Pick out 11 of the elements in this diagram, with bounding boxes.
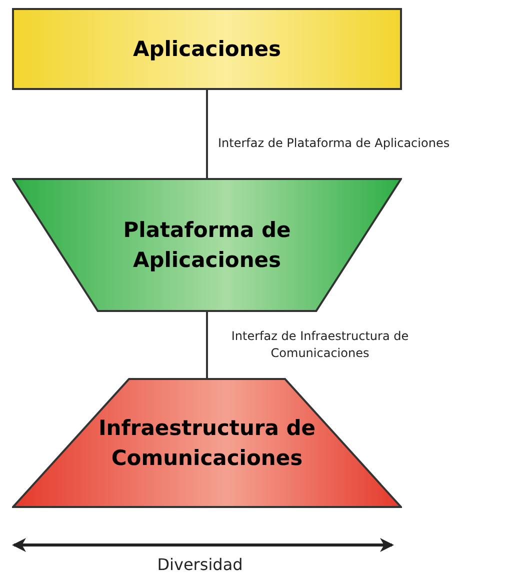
trapezoid-shape — [12, 378, 402, 508]
layer-title: Infraestructura de Comunicaciones — [97, 415, 317, 472]
layer-box — [12, 8, 402, 90]
connector-line — [206, 90, 208, 178]
axis-label: Diversidad — [156, 555, 244, 575]
edge-label: Interfaz de Plataforma de Aplicaciones — [218, 135, 451, 152]
connector-line — [206, 312, 208, 378]
edge-label: Interfaz de Infraestructura de Comunicaciones — [230, 328, 410, 362]
layer-title: Aplicaciones — [132, 36, 282, 63]
trapezoid-shape — [12, 178, 402, 312]
layer-title: Plataforma de Aplicaciones — [122, 217, 292, 274]
